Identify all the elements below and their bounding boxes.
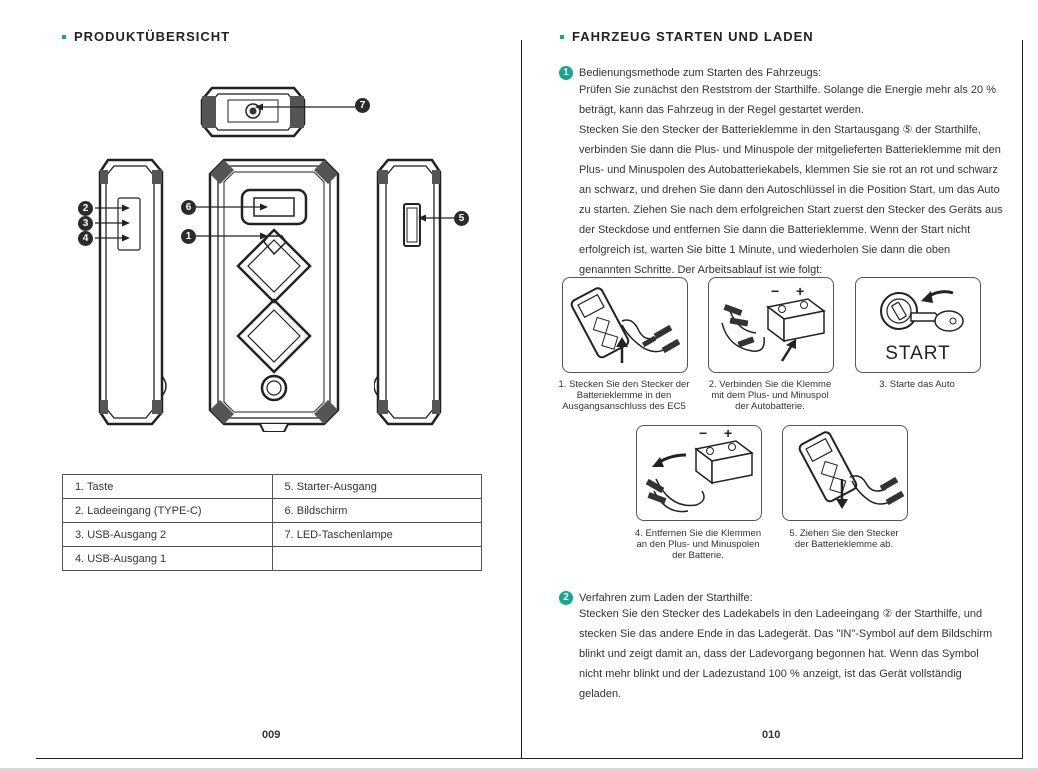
caption-line: Batterieklemme in den xyxy=(576,390,672,401)
page-spine-divider xyxy=(521,40,522,758)
battery-plus-sign: + xyxy=(796,283,805,299)
callout-5: 5 xyxy=(454,211,469,226)
device-top-view xyxy=(200,86,306,138)
step-caption: 1. Stecken Sie den Stecker der Batteriek… xyxy=(540,379,708,412)
jump-starter-with-clamps-illustration xyxy=(570,287,681,363)
start-label: START xyxy=(885,343,951,364)
device-front-view xyxy=(208,158,340,432)
text-line: stecken Sie das andere Ende in das Ladeg… xyxy=(579,628,993,640)
legend-cell: 5. Starter-Ausgang xyxy=(271,474,482,499)
caption-line: der Batterie. xyxy=(672,550,724,561)
caption-line: der Autobatterie. xyxy=(735,401,805,412)
caption-line: 2. Verbinden Sie die Klemme xyxy=(708,379,832,390)
device-left-side-view xyxy=(98,158,167,426)
table-row: 1. Taste 5. Starter-Ausgang xyxy=(62,474,482,499)
section-number-2: 2 xyxy=(559,591,573,605)
callout-arrow-6 xyxy=(196,203,268,211)
text-line: Stecken Sie den Stecker des Ladekabels i… xyxy=(579,608,983,620)
text-line: Prüfen Sie zunächst den Reststrom der St… xyxy=(579,84,997,96)
section-title-charging: Verfahren zum Laden der Starthilfe: xyxy=(579,592,753,604)
section-title-start: Bedienungsmethode zum Starten des Fahrze… xyxy=(579,67,822,79)
remove-clamps-illustration xyxy=(645,440,754,513)
legend-cell: 3. USB-Ausgang 2 xyxy=(62,522,273,547)
text-line: genannten Schritte. Der Arbeitsablauf is… xyxy=(579,264,823,276)
unplug-clamp-illustration xyxy=(798,431,905,509)
legend-cell: 1. Taste xyxy=(62,474,273,499)
text-line: der Steckdose und entfernen Sie dann die… xyxy=(579,224,971,236)
text-line: erfolgreich ist, warten Sie bitte 1 Minu… xyxy=(579,244,951,256)
callout-2: 2 xyxy=(78,201,93,216)
callout-1: 1 xyxy=(181,229,196,244)
caption-line: der Batterieklemme ab. xyxy=(794,539,894,550)
battery-minus-sign: − xyxy=(699,425,708,441)
legend-cell: 6. Bildschirm xyxy=(271,498,482,523)
table-row: 2. Ladeeingang (TYPE-C) 6. Bildschirm xyxy=(62,498,482,523)
right-page: FAHRZEUG STARTEN UND LADEN 1 Bedienungsm… xyxy=(522,0,1038,760)
callout-arrow-5 xyxy=(418,214,454,222)
right-page-header-text: FAHRZEUG STARTEN UND LADEN xyxy=(572,29,814,42)
header-bullet xyxy=(560,35,564,39)
caption-line: mit dem Plus- und Minuspol xyxy=(711,390,829,401)
left-page-header: PRODUKTÜBERSICHT xyxy=(62,28,362,42)
caption-line: 3. Starte das Auto xyxy=(879,379,955,390)
caption-line: 4. Entfernen Sie die Klemmen xyxy=(634,528,762,539)
callout-arrow-1 xyxy=(196,232,268,240)
left-page: PRODUKTÜBERSICHT 7 2 3 4 xyxy=(0,0,521,760)
callout-3: 3 xyxy=(78,216,93,231)
page-right-border xyxy=(1022,40,1023,758)
page-footer-band xyxy=(0,768,1038,772)
caption-line: Ausgangsanschluss des EC5 xyxy=(562,401,686,412)
header-bullet xyxy=(62,35,66,39)
text-line: Stecken Sie den Stecker der Batterieklem… xyxy=(579,124,981,136)
page-number-left: 009 xyxy=(262,729,281,741)
callout-arrows-2-3-4 xyxy=(95,204,130,242)
section-text-start: Prüfen Sie zunächst den Reststrom der St… xyxy=(579,80,1003,280)
left-page-header-text: PRODUKTÜBERSICHT xyxy=(74,29,231,42)
device-right-side-view xyxy=(374,158,442,426)
callout-6: 6 xyxy=(181,200,196,215)
page-number-right: 010 xyxy=(762,729,781,741)
text-line: verbinden Sie dann die Plus- und Minuspo… xyxy=(579,144,1001,156)
step-caption: 3. Starte das Auto xyxy=(833,379,1001,390)
legend-cell xyxy=(271,546,482,571)
caption-line: an den Plus- und Minuspolen xyxy=(636,539,760,550)
callout-7: 7 xyxy=(355,98,370,113)
text-line: an schwarz, und drehen Sie dann den Auto… xyxy=(579,184,1000,196)
text-line: nicht mehr blinkt und der Ladezustand 10… xyxy=(579,668,962,680)
page-bottom-rule xyxy=(36,758,1023,759)
caption-line: 1. Stecken Sie den Stecker der xyxy=(558,379,690,390)
legend-cell: 2. Ladeeingang (TYPE-C) xyxy=(62,498,273,523)
text-line: beträgt, kann das Fahrzeug in der Regel … xyxy=(579,104,864,116)
callout-arrow-7 xyxy=(255,103,355,111)
text-line: zu starten. Ziehen Sie nach dem erfolgre… xyxy=(579,204,1003,216)
component-legend-table: 1. Taste 5. Starter-Ausgang 2. Ladeeinga… xyxy=(62,474,482,571)
table-row: 3. USB-Ausgang 2 7. LED-Taschenlampe xyxy=(62,522,482,547)
callout-4: 4 xyxy=(78,231,93,246)
caption-line: 5. Ziehen Sie den Stecker xyxy=(789,528,899,539)
text-line: Plus- und Minuspolen des Autobatteriekab… xyxy=(579,164,998,176)
step-caption: 4. Entfernen Sie die Klemmen an den Plus… xyxy=(614,528,782,561)
section-number-1: 1 xyxy=(559,66,573,80)
text-line: geladen. xyxy=(579,688,622,700)
ignition-key-illustration xyxy=(880,290,964,332)
right-page-header: FAHRZEUG STARTEN UND LADEN xyxy=(560,28,960,42)
step-caption: 2. Verbinden Sie die Klemme mit dem Plus… xyxy=(686,379,854,412)
battery-and-clamps-illustration xyxy=(721,298,826,362)
legend-cell: 7. LED-Taschenlampe xyxy=(271,522,482,547)
legend-cell: 4. USB-Ausgang 1 xyxy=(62,546,273,571)
battery-plus-sign: + xyxy=(724,425,733,441)
text-line: blinkt und zeigt damit an, dass der Lade… xyxy=(579,648,979,660)
section-text-charging: Stecken Sie den Stecker des Ladekabels i… xyxy=(579,604,992,704)
battery-minus-sign: − xyxy=(771,283,780,299)
table-row: 4. USB-Ausgang 1 xyxy=(62,546,482,571)
step-caption: 5. Ziehen Sie den Stecker der Batteriekl… xyxy=(760,528,928,550)
